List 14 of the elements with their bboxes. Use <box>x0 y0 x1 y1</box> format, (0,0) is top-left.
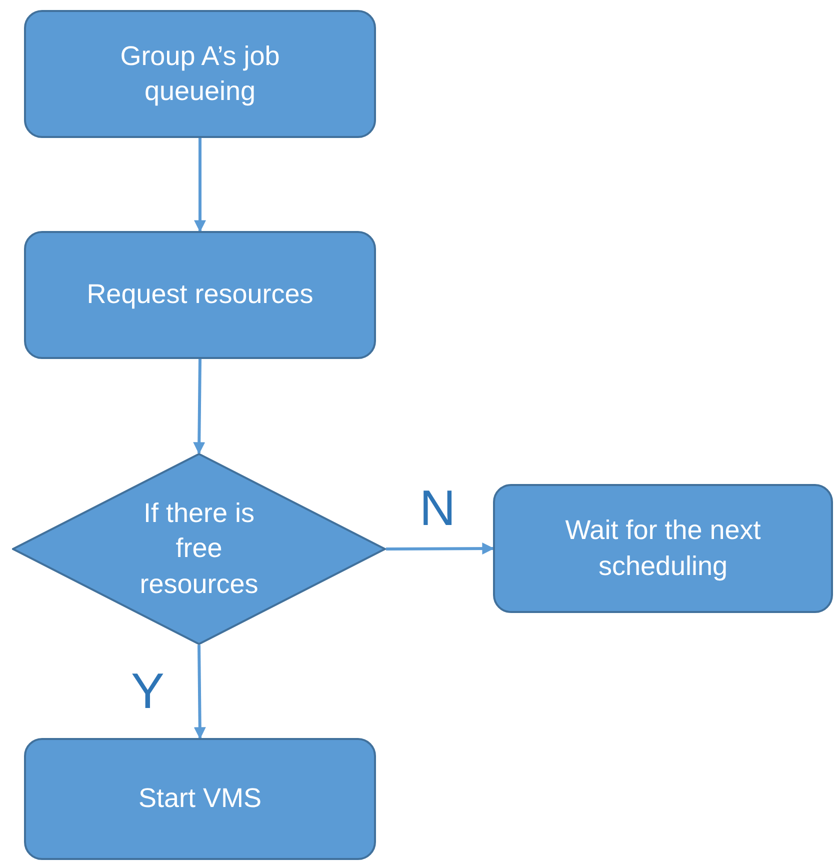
node-label: Request resources <box>86 278 314 312</box>
node-label: If there is free resources <box>138 497 260 601</box>
node-label: Wait for the next scheduling <box>564 514 762 583</box>
arrow <box>193 358 206 454</box>
arrow <box>194 138 206 232</box>
process-box <box>493 484 833 613</box>
decision-diamond <box>12 453 386 645</box>
node-label: Start VMS <box>138 782 262 816</box>
arrow <box>194 644 206 740</box>
process-box <box>24 10 376 138</box>
node-label: Group A’s job queueing <box>119 40 281 108</box>
arrow <box>386 542 494 555</box>
process-box <box>24 738 376 860</box>
process-box <box>24 231 376 359</box>
